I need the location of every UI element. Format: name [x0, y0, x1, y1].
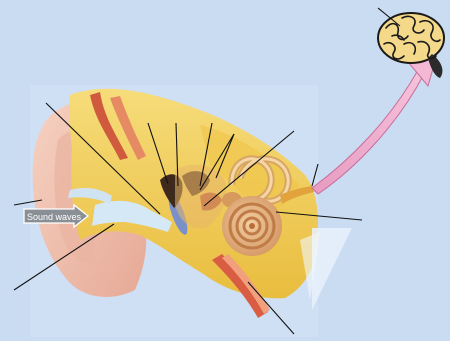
nerve-signal-arrow-icon [312, 58, 436, 194]
brain-icon [378, 13, 444, 78]
cochlea [222, 196, 282, 256]
